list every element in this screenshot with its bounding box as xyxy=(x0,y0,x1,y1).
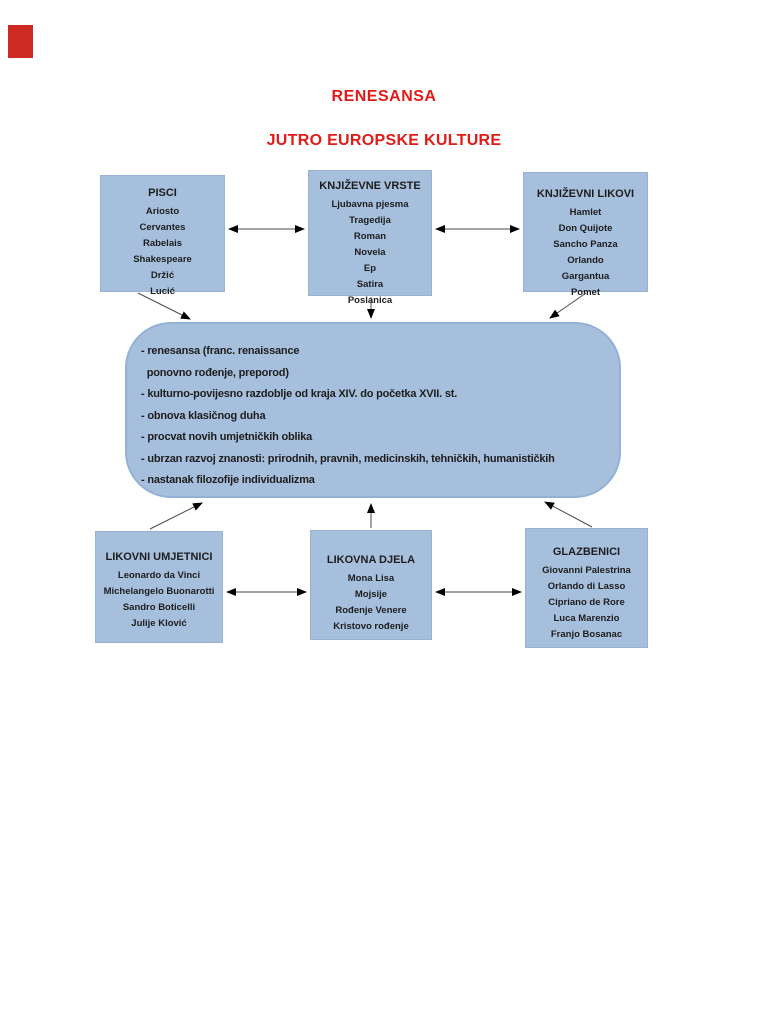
node-title: GLAZBENICI xyxy=(552,546,621,558)
node-title: PISCI xyxy=(148,187,177,199)
list-item: Kristovo rođenje xyxy=(333,621,409,632)
list-item: - obnova klasičnog duha xyxy=(141,409,266,422)
arrow-glazbenici-center xyxy=(544,501,593,528)
list-item: Poslanica xyxy=(347,295,393,306)
list-item: Franjo Bosanac xyxy=(550,629,623,640)
list-item: Orlando di Lasso xyxy=(547,581,626,592)
list-item: Roman xyxy=(353,231,387,242)
page-title: RENESANSA xyxy=(331,88,437,105)
list-item: Leonardo da Vinci xyxy=(117,570,201,581)
list-item: Sancho Panza xyxy=(553,239,618,250)
list-item: - renesansa (franc. renaissance xyxy=(141,345,300,357)
list-item: Ljubavna pjesma xyxy=(331,199,409,210)
list-item: Tragedija xyxy=(349,215,391,226)
red-corner-rectangle xyxy=(8,25,33,58)
node-title: LIKOVNI UMJETNICI xyxy=(105,551,213,563)
list-item: Sandro Boticelli xyxy=(122,602,196,613)
list-item: Cipriano de Rore xyxy=(548,597,625,608)
list-item: Julije Klović xyxy=(131,618,187,629)
list-item: Luca Marenzio xyxy=(553,613,620,624)
list-item: Rabelais xyxy=(142,238,183,249)
node-title: KNJIŽEVNI LIKOVI xyxy=(536,188,635,200)
list-item: - procvat novih umjetničkih oblika xyxy=(141,431,313,443)
list-item: Rođenje Venere xyxy=(335,605,407,616)
list-item: Pomet xyxy=(570,287,601,298)
arrow-umjetnici-center xyxy=(149,502,203,530)
list-item: ponovno rođenje, preporod) xyxy=(141,366,289,379)
list-item: Orlando xyxy=(567,255,604,266)
list-item: Giovanni Palestrina xyxy=(542,565,631,576)
list-item: Gargantua xyxy=(561,271,610,282)
node-title: KNJIŽEVNE VRSTE xyxy=(319,180,421,192)
list-item: Don Quijote xyxy=(558,223,613,234)
list-item: - kulturno-povijesno razdoblje od kraja … xyxy=(141,388,458,400)
list-item: Držić xyxy=(150,270,175,281)
list-item: Ep xyxy=(363,263,377,274)
list-item: Novela xyxy=(354,247,386,258)
list-item: Mojsije xyxy=(354,589,388,600)
list-item: Satira xyxy=(356,279,384,290)
page-subtitle: JUTRO EUROPSKE KULTURE xyxy=(266,132,502,149)
list-item: Hamlet xyxy=(569,207,602,218)
list-item: Michelangelo Buonarotti xyxy=(103,586,215,597)
list-item: Mona Lisa xyxy=(347,573,395,584)
node-title: LIKOVNA DJELA xyxy=(326,554,416,566)
list-item: Ariosto xyxy=(145,206,180,217)
list-item: Cervantes xyxy=(139,222,186,233)
list-item: Lucić xyxy=(150,286,175,297)
list-item: - nastanak filozofije individualizma xyxy=(141,474,315,486)
center-summary-box: - renesansa (franc. renaissance ponovno … xyxy=(125,322,621,498)
list-item: - ubrzan razvoj znanosti: prirodnih, pra… xyxy=(141,452,555,465)
list-item: Shakespeare xyxy=(133,254,192,265)
